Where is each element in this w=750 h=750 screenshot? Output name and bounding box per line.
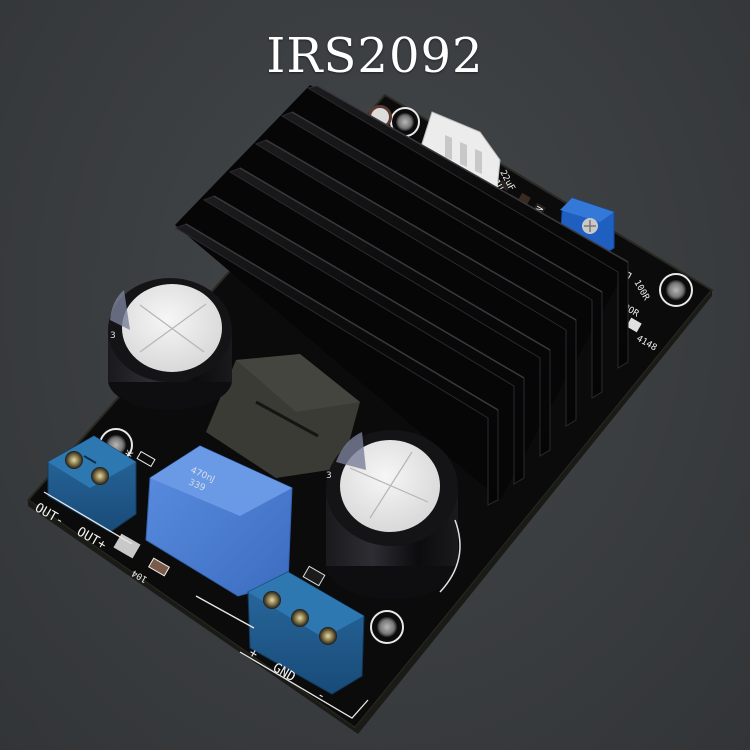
silkscreen-outlines	[43, 491, 369, 719]
capacitor-label-right: 3	[326, 471, 332, 481]
product-title: IRS2092	[266, 28, 484, 84]
electrolytic-capacitor-right: 3	[326, 430, 461, 599]
electrolytic-capacitor-left: 3	[108, 278, 232, 410]
terminal-screw-icon	[291, 609, 309, 627]
capacitor-label-left: 3	[110, 331, 116, 341]
terminal-screw-icon	[65, 451, 83, 469]
terminal-screw-icon	[319, 627, 337, 645]
film-capacitor: 470nJ 339	[145, 445, 293, 597]
terminal-screw-icon	[263, 591, 281, 609]
terminal-screw-icon	[91, 467, 109, 485]
power-terminal-block[interactable]	[247, 571, 365, 695]
heatsink	[174, 85, 629, 506]
inductor	[206, 354, 360, 478]
